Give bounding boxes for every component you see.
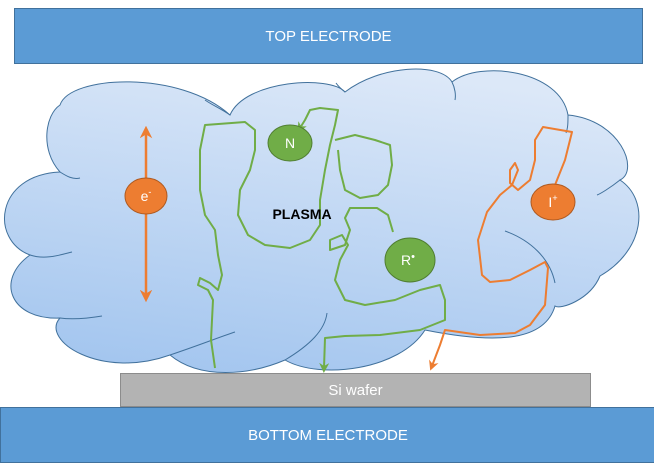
electron-particle: e- xyxy=(124,177,168,215)
plasma-cloud xyxy=(4,68,640,373)
ion-charge: + xyxy=(552,193,557,203)
neutral-symbol: N xyxy=(285,135,295,151)
electron-charge: - xyxy=(148,187,151,197)
radical-dot: • xyxy=(411,251,415,263)
ion-symbol: I xyxy=(548,194,552,210)
svg-text:e-: e- xyxy=(141,187,152,204)
neutral-particle: N xyxy=(267,124,313,162)
plasma-label: PLASMA xyxy=(272,206,331,222)
si-wafer: Si wafer xyxy=(120,373,591,407)
svg-text:R•: R• xyxy=(401,251,415,268)
radical-particle: R• xyxy=(384,237,436,283)
ion-trajectories xyxy=(429,126,573,371)
top-electrode: TOP ELECTRODE xyxy=(14,8,643,64)
electron-symbol: e xyxy=(141,188,149,204)
bottom-electrode-label: BOTTOM ELECTRODE xyxy=(248,426,408,444)
top-electrode-label: TOP ELECTRODE xyxy=(265,27,392,45)
svg-text:I+: I+ xyxy=(548,193,557,210)
neutral-trajectories xyxy=(197,107,446,373)
si-wafer-label: Si wafer xyxy=(328,381,383,399)
bottom-electrode: BOTTOM ELECTRODE xyxy=(0,407,654,463)
ion-particle: I+ xyxy=(530,183,576,221)
radical-symbol: R xyxy=(401,252,411,268)
